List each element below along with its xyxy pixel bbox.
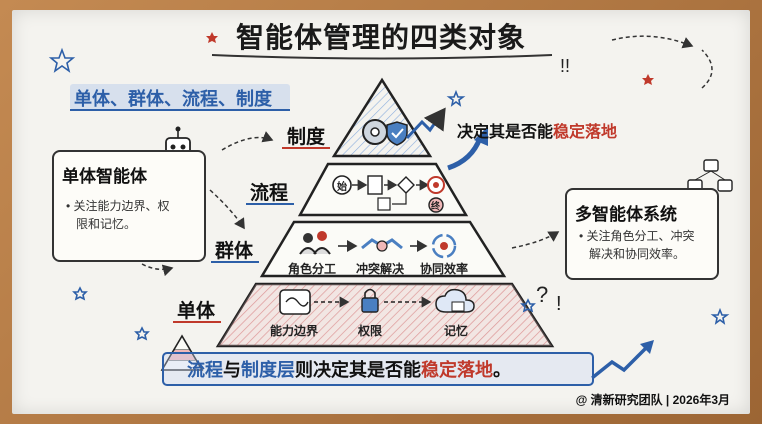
right-top-dashed: [701, 49, 713, 89]
pyramid-layer-zhidu: [331, 77, 433, 158]
multi-robot-icon: [687, 159, 733, 192]
exclaim-mark-top-icon: !!: [560, 56, 570, 76]
stability-note-prefix: 决定其是否能: [457, 124, 554, 141]
level-label-qunti: 群体: [215, 241, 254, 262]
bottom-banner: [162, 352, 594, 386]
page-title: 智能体管理的四类对象: [235, 22, 526, 53]
bottom-part-3: 制度层: [241, 360, 295, 380]
multi-agent-card-title: 多智能体系统: [575, 205, 677, 224]
level-label-zhidu: 制度: [287, 127, 326, 148]
bottom-part-6: 。: [493, 360, 511, 380]
danti-item-memory: 记忆: [444, 324, 469, 338]
multi-agent-card-text-1: • 关注角色分工、冲突: [579, 229, 695, 243]
handshake-icon: [361, 238, 403, 252]
swoosh-arrowhead-icon: [474, 126, 488, 146]
bottom-rising-arrow-icon: [590, 344, 650, 380]
left-bottom-dashed: [141, 263, 174, 277]
bottom-part-4: 则决定其是否能: [295, 360, 421, 380]
swoosh-arrow-icon: [447, 137, 483, 171]
subtitle-bar: [70, 84, 290, 110]
single-agent-card: 单体智能体 • 关注能力边界、权 限和记忆。: [52, 150, 206, 262]
subtitle: 单体、群体、流程、制度: [74, 89, 272, 109]
left-dashed-connector: [209, 189, 245, 230]
team-icon: [299, 231, 331, 255]
multi-agent-card-text-2: 解决和协同效率。: [589, 247, 686, 261]
level-label-danti: 单体: [177, 301, 216, 322]
flow-end-label: 终: [431, 201, 441, 211]
brain-icon: [279, 289, 311, 315]
qunti-item-efficiency: 协同效率: [420, 262, 469, 276]
cycle-icon: [431, 233, 457, 259]
lock-icon: [361, 288, 379, 313]
danti-item-permission: 权限: [358, 324, 383, 338]
star-icons: [48, 47, 730, 341]
qunti-item-conflict: 冲突解决: [356, 262, 405, 276]
rising-arrow-icon: [405, 107, 446, 140]
star-icons-red: [206, 32, 654, 85]
whiteboard: ? ! !! 智能体管理的四类对象 单体、群体、流程、制度 制度 流程 群体 单…: [12, 10, 750, 414]
credit-line: @ 清新研究团队 | 2026年3月: [575, 393, 730, 407]
single-agent-card-text-2: 限和记忆。: [76, 217, 137, 231]
stability-note: 决定其是否能稳定落地: [457, 118, 617, 142]
title-underline: [211, 54, 553, 60]
flow-icons: [332, 175, 445, 213]
pyramid-layer-danti-fill: [218, 284, 552, 346]
exclaim-mark-icon: !: [556, 293, 562, 315]
stability-note-highlight: 稳定落地: [553, 124, 618, 141]
level-label-liucheng: 流程: [250, 183, 289, 204]
left-top-dashed: [221, 131, 274, 151]
bottom-part-5: 稳定落地: [421, 360, 493, 380]
bottom-arrowhead-icon: [640, 340, 654, 354]
qunti-item-role: 角色分工: [288, 262, 337, 276]
gear-shield-icon: [362, 119, 408, 146]
single-agent-card-text-1: • 关注能力边界、权: [66, 199, 170, 213]
top-right-dashed: [611, 35, 694, 49]
bottom-part-2: 与: [223, 360, 241, 380]
cloud-memory-icon: [435, 288, 475, 313]
question-mark-icon: ?: [536, 282, 548, 307]
bottom-part-1: 流程: [187, 360, 223, 380]
bottom-summary: 流程与制度层则决定其是否能稳定落地。: [187, 356, 511, 382]
single-agent-card-title: 单体智能体: [62, 167, 147, 186]
right-dashed-connector: [511, 231, 560, 249]
flow-start-label: 始: [337, 182, 347, 193]
multi-agent-card: 多智能体系统 • 关注角色分工、冲突 解决和协同效率。: [565, 188, 719, 280]
danti-item-ability: 能力边界: [270, 324, 319, 338]
